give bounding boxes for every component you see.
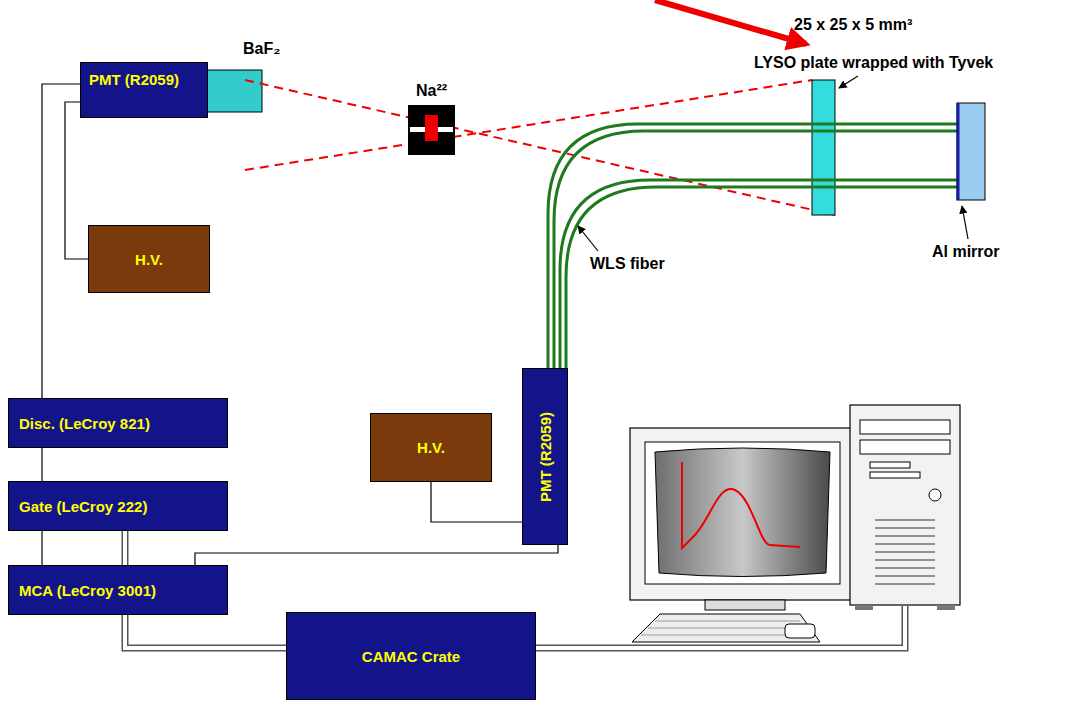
signal-wire <box>65 102 88 259</box>
box-label: Gate (LeCroy 222) <box>19 498 147 515</box>
box-label: H.V. <box>417 439 445 456</box>
cable-outer <box>122 531 129 565</box>
crystal-label: BaF₂ <box>241 40 282 58</box>
pmt-box: PMT (R2059) <box>522 368 568 545</box>
signal-wire <box>195 545 558 565</box>
leader-arrow <box>839 76 858 88</box>
box-label: PMT (R2059) <box>537 411 554 501</box>
signal-wire <box>42 531 43 565</box>
source-capsule <box>425 115 438 141</box>
signal-wire <box>42 448 43 481</box>
wls-fiber <box>548 124 957 368</box>
wire-path <box>195 545 558 565</box>
leader-arrow <box>578 226 598 251</box>
box-label: MCA (LeCroy 3001) <box>19 582 156 599</box>
beam-arrow <box>655 0 806 44</box>
gamma-line <box>245 80 835 215</box>
wire-path <box>42 84 80 398</box>
mirror-coating <box>957 103 960 200</box>
al-mirror <box>957 103 985 200</box>
wls-fiber <box>554 131 957 368</box>
cable-inner <box>125 615 286 648</box>
leader-arrow <box>962 206 968 239</box>
box-label: PMT (R2059) <box>89 71 179 88</box>
discriminator-module: Disc. (LeCroy 821) <box>8 398 228 448</box>
wire-path <box>431 482 522 522</box>
wire-path <box>41 448 42 481</box>
gate-module: Gate (LeCroy 222) <box>8 481 228 531</box>
cable-inner <box>123 531 127 565</box>
source-holder <box>408 105 455 155</box>
part-label: LYSO plate wrapped with Tyvek <box>752 54 995 72</box>
hv-supply: H.V. <box>370 413 492 482</box>
box-label: CAMAC Crate <box>362 648 460 665</box>
wls-fibers <box>548 124 957 368</box>
cable <box>125 615 286 648</box>
wire-path <box>65 102 88 259</box>
dimension-label: 25 x 25 x 5 mm³ <box>792 16 914 34</box>
signal-wire <box>42 84 80 398</box>
cable <box>125 531 126 565</box>
pmt-box: PMT (R2059) <box>80 62 208 118</box>
source-label: Na²² <box>414 82 449 100</box>
hv-supply: H.V. <box>88 225 210 293</box>
part-label: Al mirror <box>930 243 1002 261</box>
wls-fiber <box>560 180 957 368</box>
computer-cable <box>536 606 905 648</box>
cable-outer <box>125 615 286 648</box>
computer <box>630 405 960 642</box>
mca-module: MCA (LeCroy 3001) <box>8 565 228 615</box>
box-label: Disc. (LeCroy 821) <box>19 415 150 432</box>
part-label: WLS fiber <box>588 255 667 273</box>
box-label: H.V. <box>135 251 163 268</box>
wire-path <box>41 531 42 565</box>
baf2-crystal <box>207 70 262 112</box>
spectrum-curve <box>682 462 800 548</box>
wls-fiber <box>566 187 957 368</box>
lyso-plate <box>812 80 835 215</box>
signal-wire <box>431 482 522 522</box>
camac-crate: CAMAC Crate <box>286 612 536 700</box>
